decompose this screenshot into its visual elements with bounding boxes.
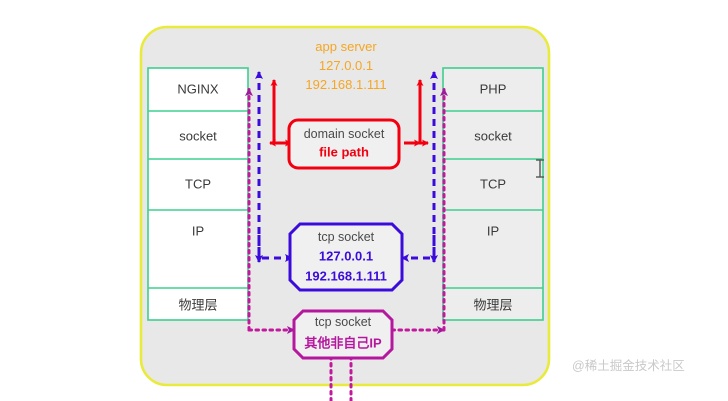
domain-socket-box[interactable] <box>287 118 401 170</box>
nginx-stack <box>147 67 249 321</box>
text-cursor <box>536 159 544 178</box>
tcp-socket-local-box[interactable] <box>288 222 404 292</box>
tcp-socket-remote-box[interactable] <box>292 309 394 360</box>
php-stack <box>442 67 544 321</box>
tcp-loopback-flow <box>255 71 438 263</box>
